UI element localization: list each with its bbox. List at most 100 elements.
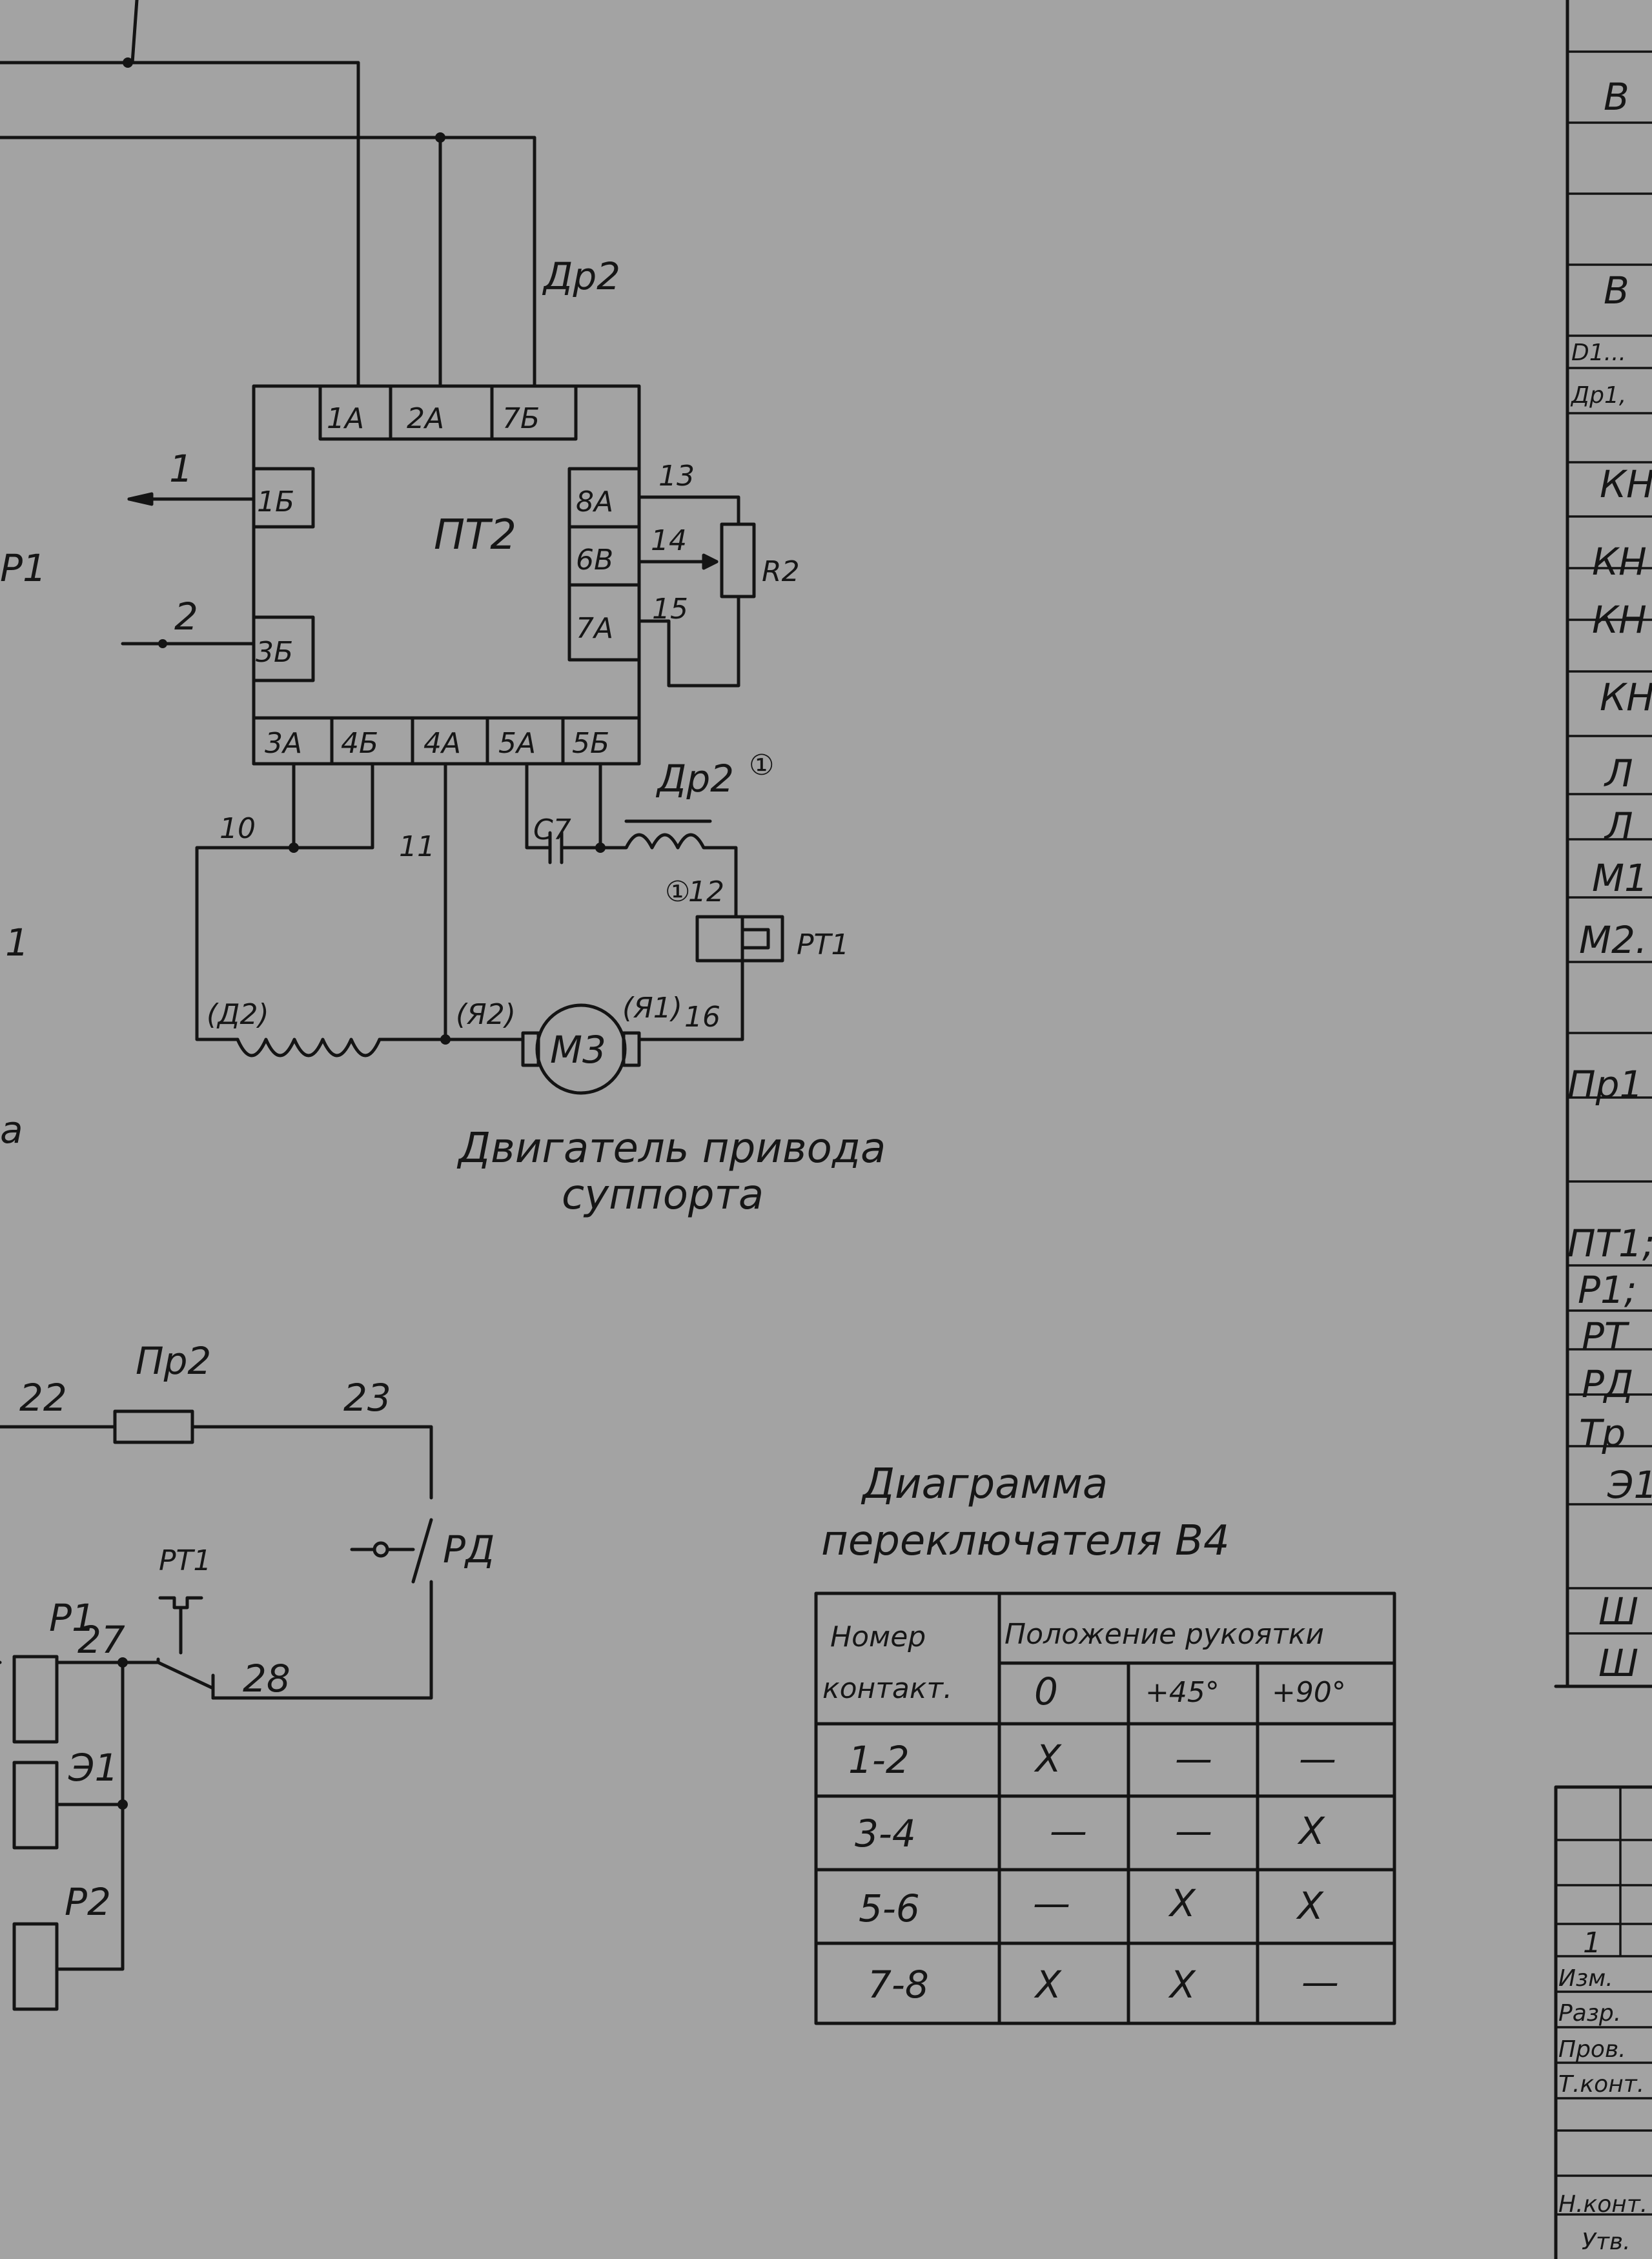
right-list-item-13: Пр1 [1567,1063,1643,1107]
choke-bottom-label: Др2 [655,757,734,801]
table-row-2-pos45: — [1175,1809,1212,1853]
table-row-4-pos90: — [1301,1960,1339,2004]
right-list-item-3: D1... [1571,340,1626,366]
terminal-2a: 2А [407,402,444,435]
right-list-item-21: Ш [1598,1641,1638,1685]
right-list-item-4: Др1, [1570,382,1626,409]
feed-lines [0,0,536,388]
right-list-item-1: В [1604,75,1629,119]
stamp-nkont: Н.конт. [1558,2191,1647,2218]
table-row-4-pos45: X [1168,1963,1196,2007]
wire-22-label: 22 [19,1376,67,1420]
motor-circuit [195,762,784,1095]
wire-12-label: 12 [688,875,724,908]
table-row-2-pos0: — [1050,1809,1087,1853]
terminal-7a: 7А [576,612,613,645]
table-row-1-pos90: — [1299,1737,1336,1781]
terminal-7b: 7Б [502,402,540,435]
right-list-item-19: Э1 [1607,1463,1652,1507]
right-list-item-2: В [1604,269,1629,312]
wire-16-label: 16 [684,1001,720,1034]
wire-10-label: 10 [219,812,256,845]
right-list-item-18: Тр [1579,1411,1626,1455]
terminal-3a: 3А [265,727,302,760]
terminal-1b: 1Б [257,486,294,518]
field-winding-label: (Д2) [207,998,269,1031]
left-fragment-1: 1 [5,921,29,965]
wire-13-label: 13 [658,460,695,493]
right-parts-list [1554,0,1652,1688]
switch-table [814,1591,1396,2025]
right-list-item-16: РТ [1582,1314,1630,1358]
terminal-6v: 6В [576,544,613,577]
table-row-4-contact: 7-8 [868,1963,929,2007]
table-row-3-pos45: X [1168,1881,1196,1925]
table-row-3-contact: 5-6 [859,1886,920,1930]
right-list-item-20: Ш [1598,1589,1638,1633]
coil-p1-label: Р1 [49,1596,96,1640]
table-header-contact-1: Номер [830,1620,926,1653]
table-row-1-pos0: X [1034,1737,1062,1781]
pt2-label: ПТ2 [434,511,516,559]
wire-11-label: 11 [399,830,435,863]
right-list-item-12: М2. [1579,918,1647,962]
table-row-2-contact: 3-4 [855,1812,916,1855]
terminal-4a: 4А [423,727,461,760]
table-row-1-contact: 1-2 [848,1738,910,1782]
table-row-3-pos0: — [1033,1881,1070,1925]
table-header-pos-45: +45° [1145,1676,1219,1709]
stamp-prov: Пров. [1558,2036,1626,2063]
terminal-4b: 4Б [341,727,378,760]
table-header-contact-2: контакт. [822,1672,952,1705]
left-fragment-p1: Р1 [0,546,46,590]
coil-e1-label: Э1 [68,1746,118,1790]
resistor-r2-circuit [637,495,756,688]
terminal-3b: 3Б [256,636,293,669]
stamp-rev-number: 1 [1583,1927,1601,1959]
choke-top-label: Др2 [542,254,620,298]
caption-line1: Двигатель привода [456,1125,886,1172]
input-arrows [121,492,256,648]
fuse-label: Пр2 [136,1339,211,1383]
right-list-item-11: М1 [1592,856,1648,900]
table-title-line1: Диаграмма [861,1460,1108,1508]
relay-mark: ① [665,875,690,908]
terminal-5a: 5А [498,727,536,760]
wire-28-label: 28 [243,1657,291,1701]
table-row-4-pos0: X [1034,1963,1062,2007]
armature-right-label: (Я1) [622,992,682,1025]
wire-23-label: 23 [343,1376,391,1420]
table-header-pos-0: 0 [1034,1670,1058,1713]
contact-rt1-label: РТ1 [159,1544,211,1577]
stamp-utv: Утв. [1582,2229,1631,2255]
control-circuit [0,1409,433,2011]
right-list-item-5: КН [1600,462,1652,506]
coil-p2-label: Р2 [65,1880,111,1924]
capacitor-label: С7 [533,813,571,846]
table-header-pos-90: +90° [1272,1676,1346,1709]
right-list-item-10: Л [1604,804,1633,848]
stamp-tkont: Т.конт. [1558,2071,1644,2098]
left-fragment-a: а [0,1108,23,1152]
thermal-relay-label: РТ1 [797,928,849,961]
title-block [1554,1785,1652,2259]
right-list-item-15: Р1; [1578,1268,1637,1312]
right-list-item-8: КН [1600,675,1652,719]
table-row-1-pos45: — [1175,1737,1212,1781]
table-row-3-pos90: X [1296,1884,1324,1928]
wire-14-label: 14 [651,524,687,557]
choke-bottom-mark: ① [749,749,774,782]
motor-label: М3 [550,1028,606,1072]
table-header-position: Положение рукоятки [1004,1618,1324,1651]
wire-27-label: 27 [77,1618,125,1662]
right-list-item-17: РД [1582,1362,1633,1406]
right-list-item-9: Л [1604,751,1633,795]
terminal-8a: 8А [576,486,613,518]
right-list-item-7: КН [1592,598,1647,642]
terminal-1a: 1А [327,402,364,435]
terminal-5b: 5Б [572,727,609,760]
pressure-relay-label: РД [443,1528,495,1571]
table-row-2-pos90: X [1297,1809,1325,1853]
